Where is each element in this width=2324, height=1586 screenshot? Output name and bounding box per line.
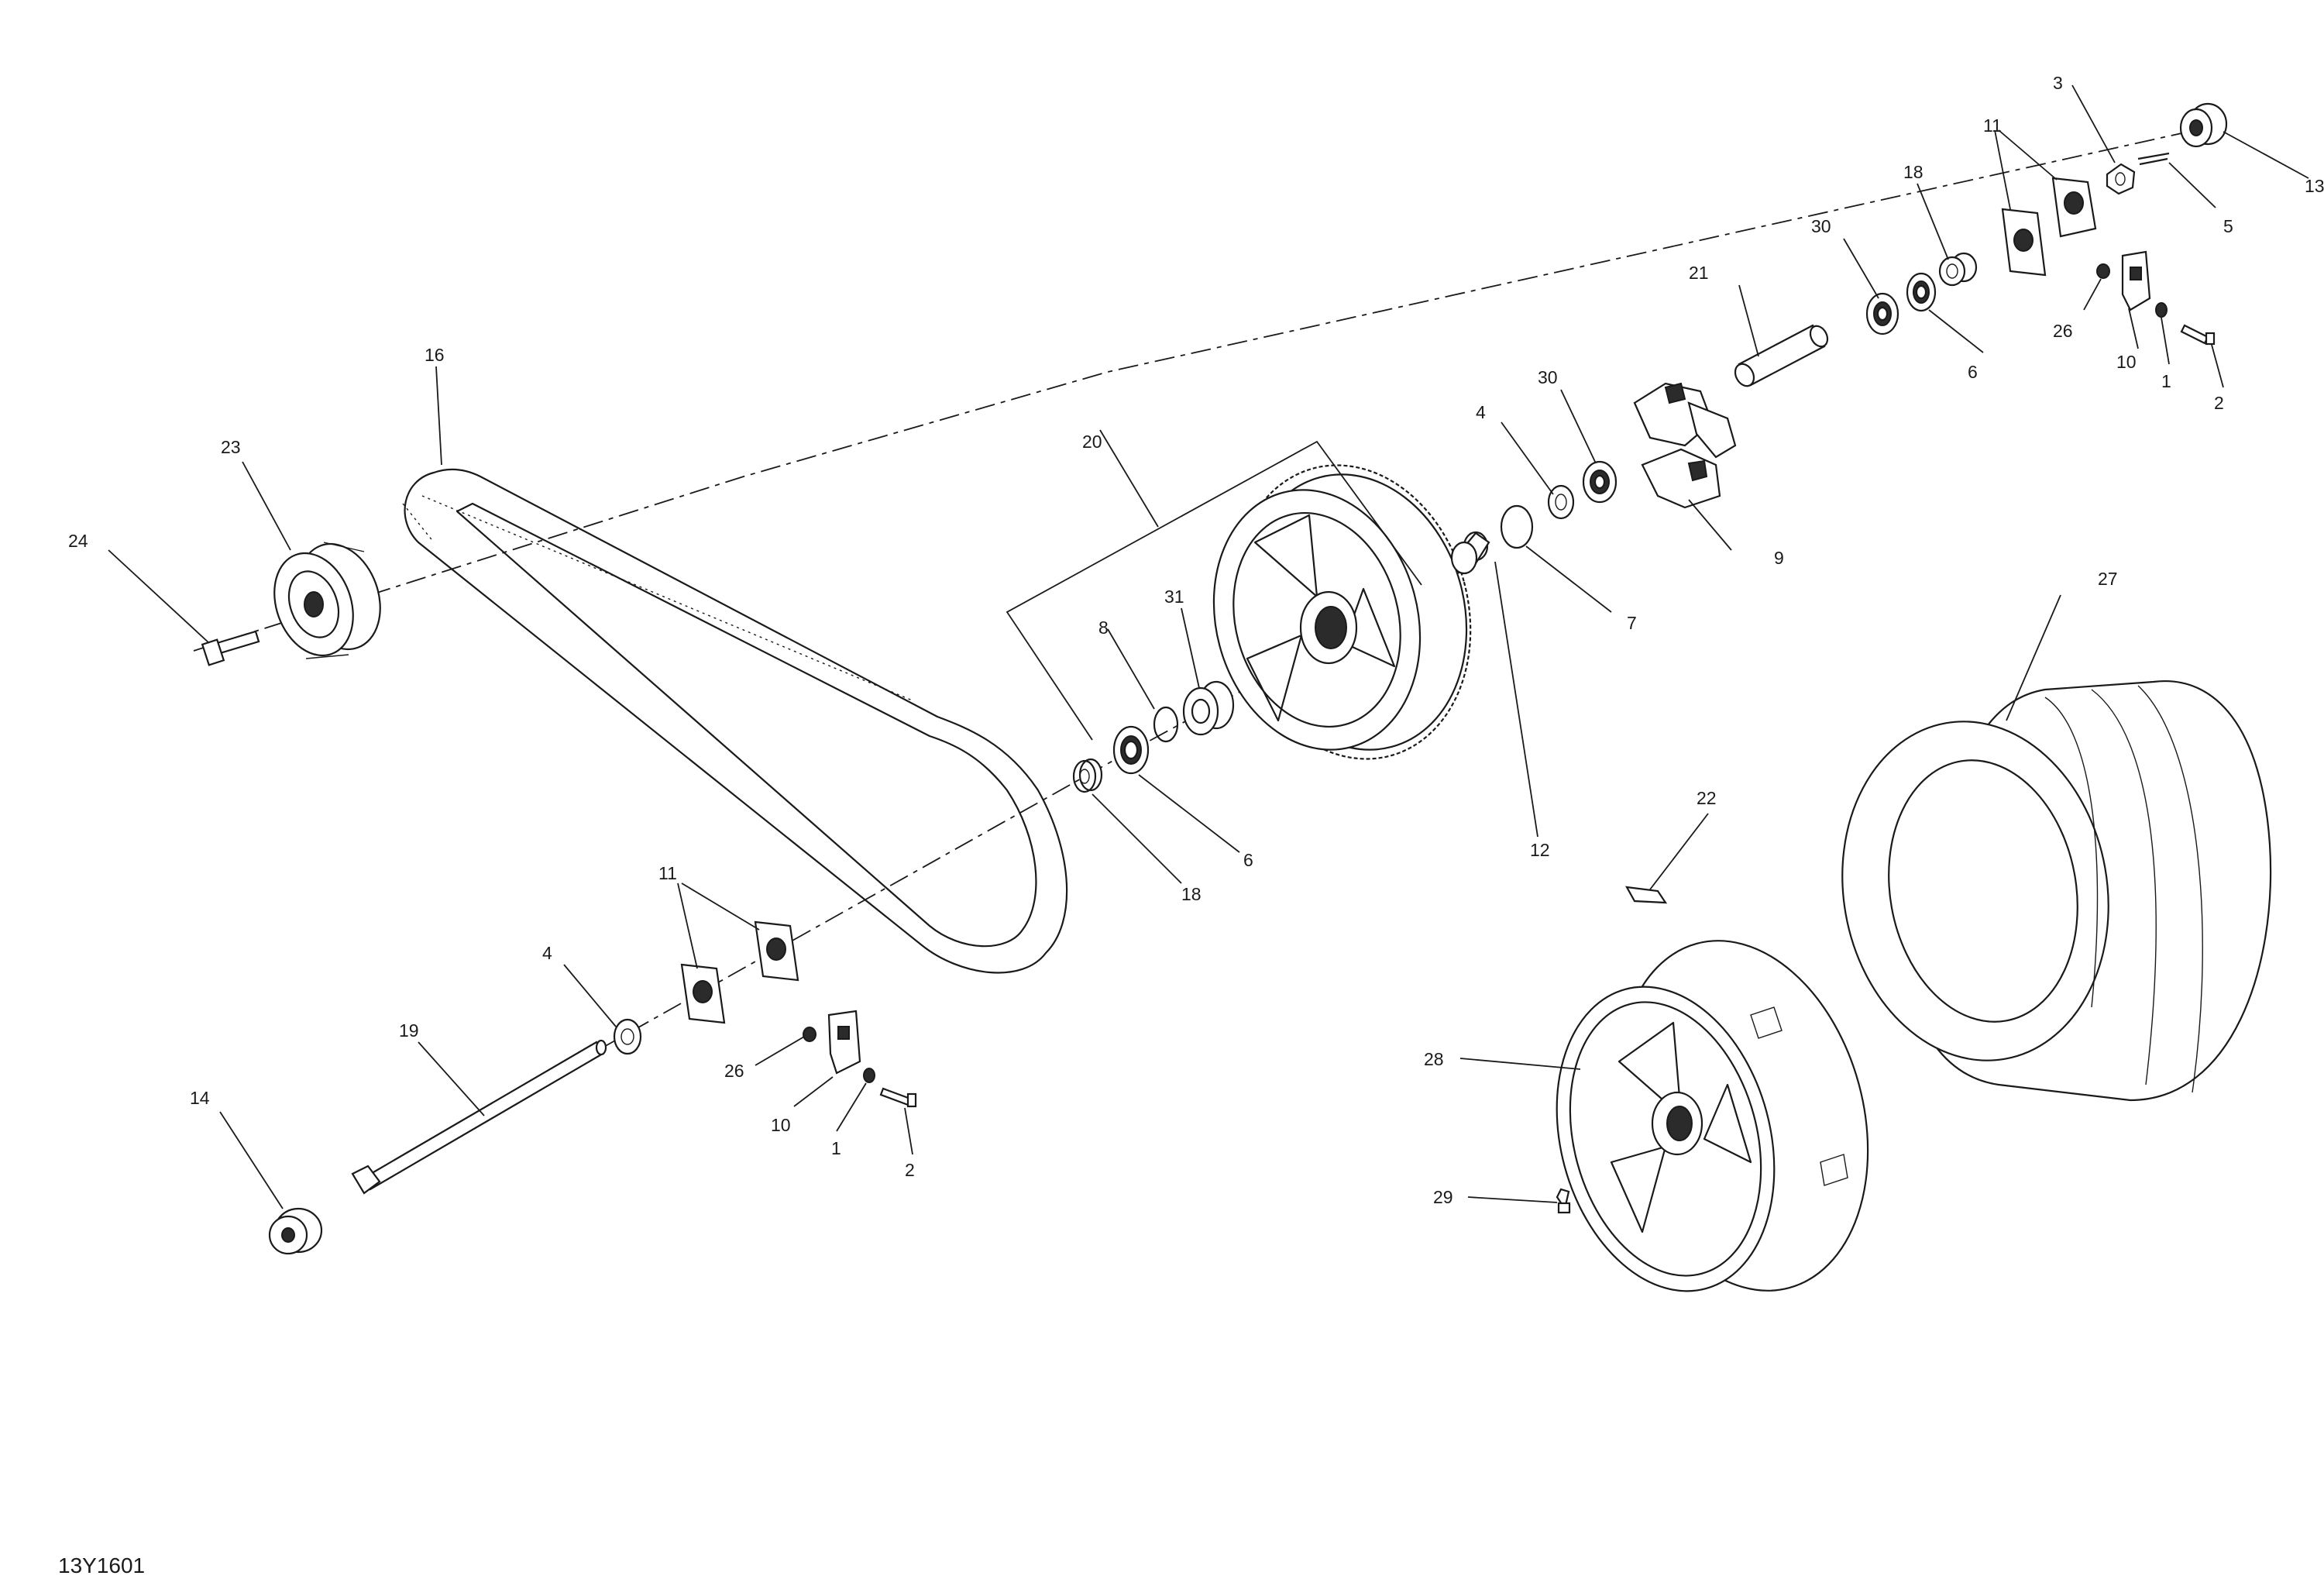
callout-27: 27 — [2098, 569, 2118, 589]
callout-26-lower: 26 — [724, 1061, 744, 1081]
screw-2-upper — [2180, 324, 2216, 346]
pulley-screw — [201, 630, 260, 666]
wheel-bolt-29 — [1556, 1188, 1571, 1214]
callout-14: 14 — [190, 1088, 210, 1108]
callout-5: 5 — [2223, 216, 2233, 236]
callout-2-upper: 2 — [2214, 393, 2224, 413]
callout-21: 21 — [1689, 263, 1709, 283]
leader-20 — [1099, 429, 1159, 528]
callout-6-upper: 6 — [1968, 362, 1978, 382]
washer-4-lower — [613, 1018, 642, 1055]
callout-24: 24 — [68, 531, 88, 551]
callout-2-lower: 2 — [905, 1160, 915, 1180]
washer-4-upper — [1547, 484, 1575, 520]
callout-30-upper: 30 — [1811, 216, 1831, 236]
callout-16: 16 — [425, 345, 445, 365]
callout-26-upper: 26 — [2053, 321, 2073, 341]
adjuster-plate-lower — [827, 1010, 861, 1075]
adjuster-block-upper-b — [2051, 177, 2097, 238]
callout-6-lower: 6 — [1243, 850, 1253, 870]
callout-29: 29 — [1433, 1187, 1453, 1207]
washer-1-upper — [2155, 302, 2168, 318]
callout-1-upper: 1 — [2161, 371, 2171, 391]
tire — [1841, 679, 2272, 1102]
axle-cap-13 — [2179, 102, 2228, 148]
assembly-bracket-20 — [1006, 440, 1422, 741]
valve-stem-22 — [1624, 886, 1668, 904]
callout-11-lower: 11 — [658, 863, 677, 883]
callout-4-upper: 4 — [1476, 402, 1486, 422]
callout-31: 31 — [1164, 587, 1184, 607]
callout-11-upper: 11 — [1983, 115, 2002, 136]
spacer-18-upper — [1938, 252, 1978, 287]
callout-28: 28 — [1424, 1049, 1444, 1069]
adjuster-block-lower-b — [754, 920, 799, 982]
leader-lines — [108, 84, 2309, 1209]
cotter-pin-5 — [2137, 152, 2170, 166]
callout-22: 22 — [1697, 788, 1717, 808]
adjuster-plate-upper — [2121, 250, 2151, 311]
callout-10-lower: 10 — [771, 1115, 791, 1135]
callout-30-lower: 30 — [1538, 367, 1558, 387]
spacer-tube — [1734, 324, 1829, 387]
screw-2-lower — [879, 1087, 917, 1108]
nut-3 — [2106, 163, 2136, 195]
circlip-8 — [1153, 706, 1179, 743]
callout-20: 20 — [1082, 432, 1102, 452]
o-ring-7 — [1500, 504, 1534, 549]
bearing-6-upper — [1906, 272, 1937, 312]
idler-pulley — [273, 542, 381, 659]
callout-23: 23 — [221, 437, 241, 457]
axle-shaft — [351, 1039, 607, 1195]
callout-4-lower: 4 — [542, 943, 552, 963]
callout-labels: 16 23 24 20 8 31 6 18 12 7 4 30 9 21 30 … — [68, 73, 2324, 1207]
callout-18-lower: 18 — [1181, 884, 1202, 904]
driven-sprocket — [1212, 464, 1472, 760]
callout-18-upper: 18 — [1903, 162, 1923, 182]
spacer-18-lower — [1072, 758, 1103, 793]
sleeve-12 — [1450, 531, 1490, 575]
callout-7: 7 — [1627, 613, 1637, 633]
adjuster-block-upper-a — [2001, 208, 2047, 277]
cush-drive-dampers — [1633, 382, 1737, 509]
nut-26-upper — [2096, 263, 2110, 279]
axle-nut-14 — [268, 1207, 323, 1255]
callout-3: 3 — [2053, 73, 2063, 93]
callout-9: 9 — [1774, 548, 1784, 568]
diagram-code: 13Y1601 — [58, 1553, 145, 1577]
nut-26-lower — [803, 1027, 816, 1042]
callout-8: 8 — [1098, 618, 1109, 638]
callout-19: 19 — [399, 1020, 419, 1041]
bearing-6-lower — [1112, 725, 1150, 775]
washer-1-lower — [863, 1068, 875, 1083]
callout-13: 13 — [2305, 176, 2324, 196]
callout-1-lower: 1 — [831, 1138, 841, 1158]
bearing-30-upper — [1865, 292, 1899, 335]
adjuster-block-lower-a — [680, 963, 726, 1024]
bearing-30-lower — [1582, 460, 1618, 504]
bearing-31 — [1182, 680, 1235, 736]
callout-10-upper: 10 — [2116, 352, 2137, 372]
toothed-belt — [402, 468, 1068, 974]
callout-12: 12 — [1530, 840, 1550, 860]
wheel-rim — [1556, 940, 1869, 1292]
